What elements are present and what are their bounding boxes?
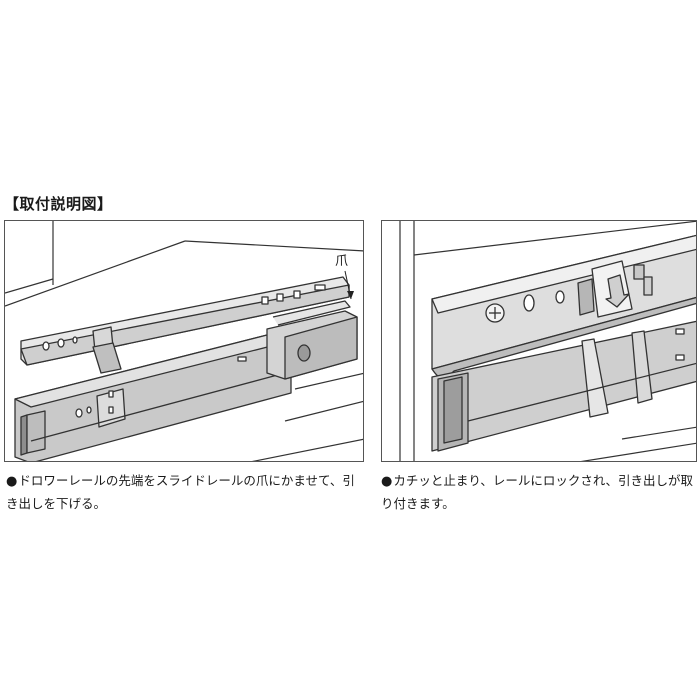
- step1-caption: ●ドロワーレールの先端をスライドレールの爪にかませて、引き出しを下げる。: [6, 470, 361, 515]
- rail-slider-block: [266, 300, 358, 380]
- step2-caption: ●カチッと止まり、レールにロックされ、引き出しが取り付きます。: [381, 470, 699, 515]
- step2-caption-text: カチッと止まり、レールにロックされ、引き出しが取り付きます。: [381, 473, 693, 511]
- cabinet-interior: [399, 221, 696, 461]
- section-title: 【取付説明図】: [4, 195, 113, 213]
- slide-rail: [431, 320, 696, 452]
- drawer-rail: [20, 276, 350, 374]
- claw-callout: 爪: [335, 254, 354, 300]
- drawer-rail: [431, 234, 696, 379]
- slide-rail: [14, 332, 292, 461]
- bullet-icon: ●: [6, 474, 18, 489]
- step2-illustration: [381, 220, 697, 462]
- step1-caption-text: ドロワーレールの先端をスライドレールの爪にかませて、引き出しを下げる。: [6, 473, 355, 511]
- step1-illustration: 爪: [4, 220, 364, 462]
- bullet-icon: ●: [381, 474, 393, 489]
- claw-label: 爪: [335, 254, 348, 269]
- cabinet-interior: [5, 221, 363, 461]
